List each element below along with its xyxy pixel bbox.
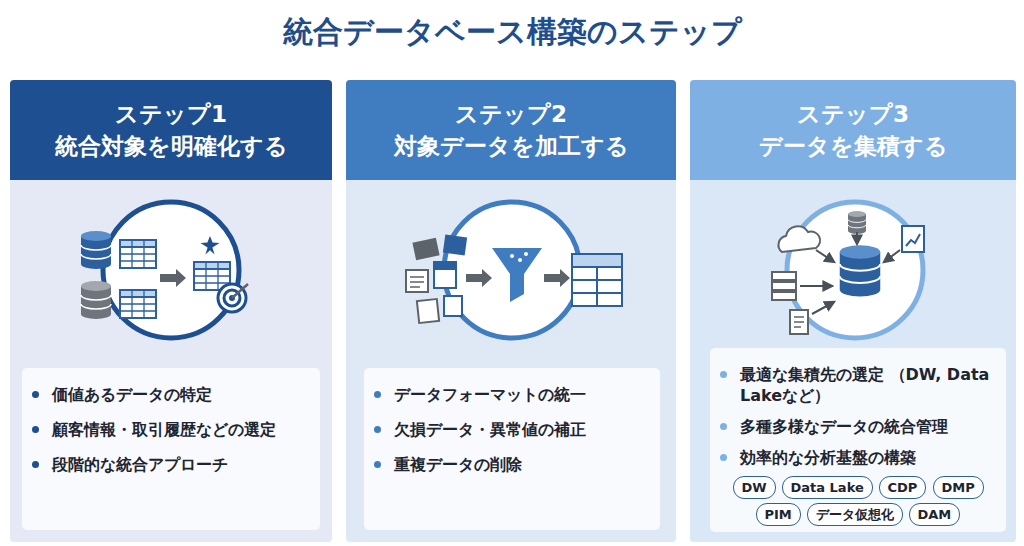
tech-tag: CDP (879, 476, 927, 499)
tech-tag: PIM (756, 503, 801, 526)
step-title: 対象データを加工する (394, 130, 629, 162)
bullet-item: 多種多様なデータの統合管理 (740, 416, 996, 437)
bullet-item: 段階的な統合アプローチ (52, 454, 310, 475)
bullet-item: 価値あるデータの特定 (52, 384, 310, 405)
bullet-item: 顧客情報・取引履歴などの選定 (52, 419, 310, 440)
step-header-band: ステップ1統合対象を明確化する (10, 80, 332, 180)
step-column: ステップ3データを集積する最適な集積先の選定 （DW, Data Lakeなど）… (690, 80, 1016, 542)
bullet-item: 効率的な分析基盤の構築 (740, 447, 996, 468)
step-number: ステップ2 (455, 98, 567, 130)
tag-text: CDP (888, 480, 918, 495)
tech-tag: データ仮想化 (807, 503, 903, 526)
diagram-title: 統合データベース構築のステップ (0, 12, 1024, 52)
step-title: データを集積する (759, 130, 948, 162)
bullet-item: データフォーマットの統一 (394, 384, 650, 405)
step-column: ステップ2対象データを加工するデータフォーマットの統一欠損データ・異常値の補正重… (346, 80, 676, 542)
bullet-item: 最適な集積先の選定 （DW, Data Lakeなど） (740, 364, 996, 406)
step-number: ステップ1 (115, 98, 227, 130)
tag-text: DMP (942, 480, 975, 495)
tag-text: DW (742, 480, 767, 495)
tech-tag: Data Lake (782, 476, 873, 499)
tech-tag: DMP (933, 476, 984, 499)
bullet-box: データフォーマットの統一欠損データ・異常値の補正重複データの削除 (364, 368, 660, 530)
tag-text: DAM (918, 507, 952, 522)
tag-text: PIM (765, 507, 792, 522)
bullet-item: 重複データの削除 (394, 454, 650, 475)
tag-text: データ仮想化 (816, 507, 894, 522)
bullet-box: 価値あるデータの特定顧客情報・取引履歴などの選定段階的な統合アプローチ (22, 368, 320, 530)
step-title: 統合対象を明確化する (55, 130, 288, 162)
step-number: ステップ3 (797, 98, 909, 130)
tech-tag: DAM (909, 503, 961, 526)
step-header-band: ステップ3データを集積する (690, 80, 1016, 180)
step-header-band: ステップ2対象データを加工する (346, 80, 676, 180)
bullet-box: 最適な集積先の選定 （DW, Data Lakeなど） 多種多様なデータの統合管理… (710, 348, 1006, 532)
tech-tag: DW (733, 476, 776, 499)
step-column: ステップ1統合対象を明確化する価値あるデータの特定顧客情報・取引履歴などの選定段… (10, 80, 332, 542)
tag-text: Data Lake (791, 480, 864, 495)
bullet-item: 欠損データ・異常値の補正 (394, 419, 650, 440)
